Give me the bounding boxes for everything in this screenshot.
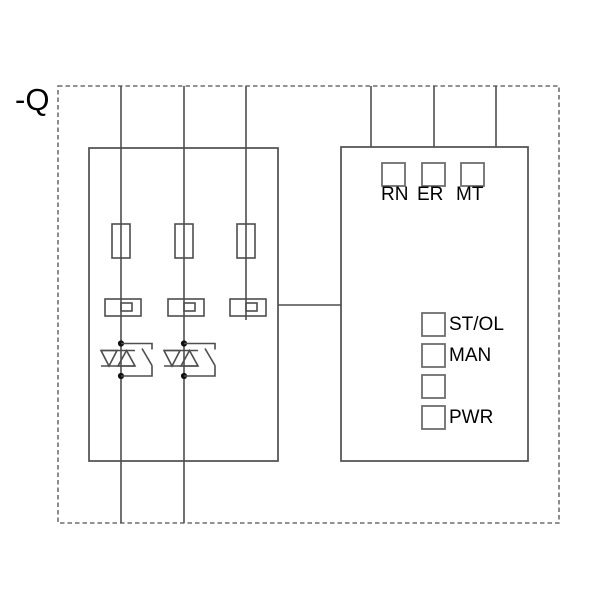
bypass-contact-top-terminal: [121, 342, 153, 350]
led-label-mt: MT: [456, 184, 484, 205]
power-section-block: [88, 147, 279, 462]
led-square-stol: [421, 312, 446, 337]
thyristor-triangle-up: [116, 348, 137, 367]
overload-box-l3: [229, 298, 267, 317]
overload-detector-symbol-l3: [229, 298, 267, 317]
led-label-rn: RN: [381, 184, 409, 205]
bypass-contact-bottom-terminal: [184, 365, 216, 377]
led-label-pwr: PWR: [449, 407, 494, 428]
led-square-man: [421, 343, 446, 368]
overload-loop-l3: [245, 302, 258, 312]
thyristor-bypass-symbol-l2: [162, 340, 216, 380]
fuse-symbol-l3: [236, 223, 256, 259]
device-enclosure-dashed-border: [57, 85, 560, 524]
led-square-rn: [381, 162, 406, 187]
thyristor-triangle-down: [162, 349, 182, 368]
bypass-contact-blade: [141, 348, 153, 366]
overload-detector-symbol-l2: [167, 298, 205, 317]
overload-box-l2: [167, 298, 205, 317]
led-square-blank: [421, 374, 446, 399]
led-label-er: ER: [417, 184, 444, 205]
led-square-mt: [460, 162, 485, 187]
control-section-block: [340, 146, 529, 462]
fuse-symbol-l2: [174, 223, 194, 259]
device-reference-label: -Q: [15, 82, 50, 117]
fuse-symbol-l1: [111, 223, 131, 259]
bypass-contact-blade: [204, 348, 216, 366]
led-label-man: MAN: [449, 345, 492, 366]
thyristor-triangle-down: [99, 349, 119, 368]
bypass-contact-bottom-terminal: [121, 365, 153, 377]
overload-box-l1: [104, 298, 142, 317]
thyristor-triangle-up: [179, 348, 200, 367]
overload-loop-l1: [120, 302, 133, 312]
overload-detector-symbol-l1: [104, 298, 142, 317]
bypass-contact-top-terminal: [184, 342, 216, 350]
led-square-er: [421, 162, 446, 187]
overload-loop-l2: [183, 302, 196, 312]
thyristor-bypass-symbol-l1: [99, 340, 153, 380]
led-square-pwr: [421, 405, 446, 430]
led-label-st-ol: ST/OL: [449, 314, 504, 335]
